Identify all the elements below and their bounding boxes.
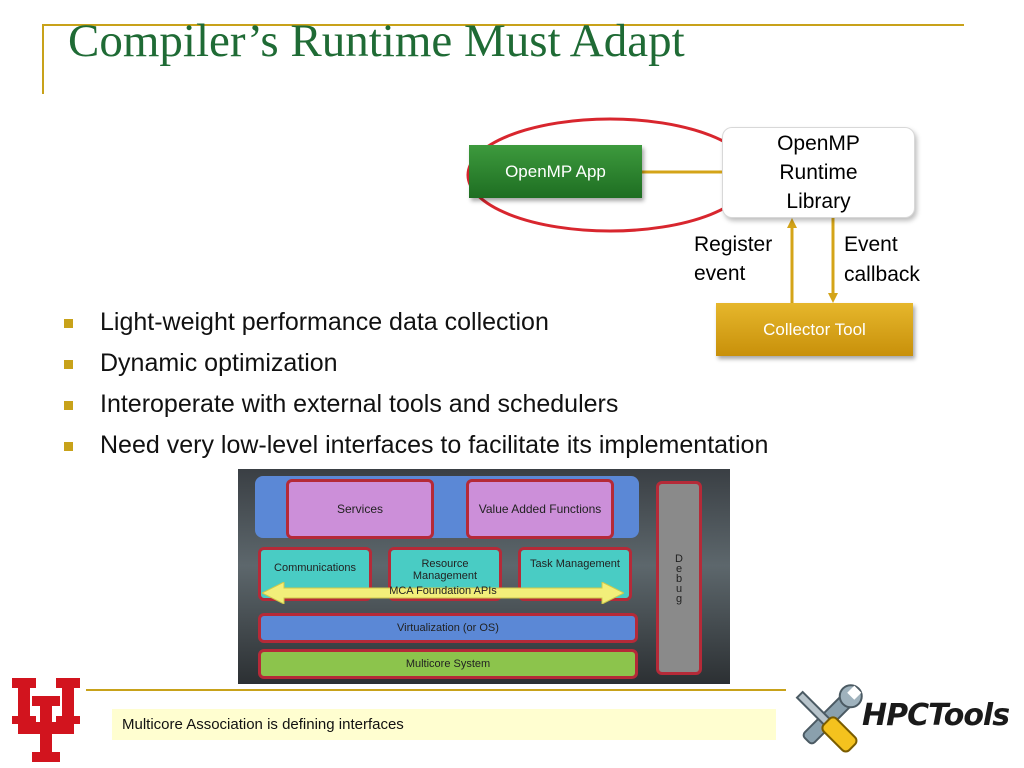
bullet-text: Need very low-level interfaces to facili… <box>100 431 769 459</box>
uh-interlock-logo-icon <box>12 678 80 762</box>
bottom-rule <box>86 689 786 691</box>
bullet-text: Light-weight performance data collection <box>100 308 549 336</box>
slide-title: Compiler’s Runtime Must Adapt <box>68 15 685 67</box>
debug-letter: g <box>675 593 683 605</box>
debug-letter: e <box>675 563 683 575</box>
multicore-system-box: Multicore System <box>258 649 638 679</box>
wrench-screwdriver-icon <box>795 684 863 753</box>
library-line-1: OpenMP <box>777 132 860 155</box>
event-callback-line-2: callback <box>844 263 920 286</box>
bullet-item: Need very low-level interfaces to facili… <box>62 429 768 470</box>
top-rule <box>44 24 964 26</box>
bullet-text: Dynamic optimization <box>100 349 338 377</box>
bullet-square-icon <box>64 319 73 328</box>
caption-box: Multicore Association is defining interf… <box>112 709 776 740</box>
collector-tool-box: Collector Tool <box>716 303 913 356</box>
foundation-apis-arrow <box>262 582 624 604</box>
register-event-label: Register event <box>694 233 773 285</box>
debug-column: D e b u g <box>656 481 702 675</box>
debug-letter: b <box>675 573 683 585</box>
bullet-square-icon <box>64 442 73 451</box>
bullet-square-icon <box>64 401 73 410</box>
mca-stack-diagram: Services Value Added Functions Communica… <box>238 469 730 684</box>
debug-letter: u <box>675 583 683 595</box>
bullet-list: Light-weight performance data collection… <box>62 306 768 470</box>
bullet-item: Interoperate with external tools and sch… <box>62 388 768 429</box>
openmp-app-box: OpenMP App <box>469 145 642 198</box>
library-line-2: Runtime <box>779 161 858 184</box>
left-rule <box>42 24 44 94</box>
virtualization-box: Virtualization (or OS) <box>258 613 638 643</box>
hpctools-logo: HPCTools <box>786 678 1020 764</box>
hpctools-logo-text: HPCTools <box>862 698 1010 733</box>
bullet-item: Light-weight performance data collection <box>62 306 768 347</box>
event-callback-line-1: Event <box>844 233 898 256</box>
debug-letter: D <box>675 553 683 565</box>
event-callback-label: Event callback <box>844 230 944 290</box>
library-line-3: Library <box>786 190 851 213</box>
value-added-functions-box: Value Added Functions <box>466 479 614 539</box>
services-box: Services <box>286 479 434 539</box>
openmp-runtime-library-box: OpenMP Runtime Library <box>722 127 915 218</box>
bullet-text: Interoperate with external tools and sch… <box>100 390 619 418</box>
bullet-item: Dynamic optimization <box>62 347 768 388</box>
bullet-square-icon <box>64 360 73 369</box>
foundation-apis-label: MCA Foundation APIs <box>389 585 497 597</box>
